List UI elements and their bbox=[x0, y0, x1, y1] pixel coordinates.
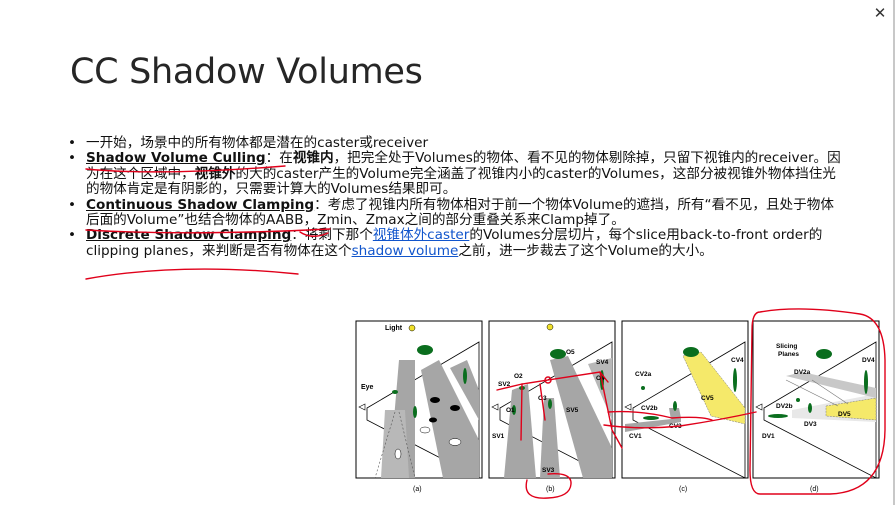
panel-a: Light Eye (a) bbox=[355, 320, 483, 493]
link-shadow-volume[interactable]: shadow volume bbox=[351, 242, 459, 259]
svg-text:DV1: DV1 bbox=[762, 433, 775, 440]
svg-text:CV2b: CV2b bbox=[641, 405, 658, 412]
bullet-text: 之前，进一步裁去了这个Volume的大小。 bbox=[458, 242, 713, 259]
bullet-text: ：在 bbox=[265, 150, 293, 167]
svg-text:DV2a: DV2a bbox=[794, 369, 811, 376]
svg-text:DV5: DV5 bbox=[838, 411, 851, 418]
term-shadow-volume-culling: Shadow Volume Culling bbox=[86, 150, 266, 167]
svg-text:SV1: SV1 bbox=[492, 433, 505, 440]
svg-text:O5: O5 bbox=[566, 349, 575, 356]
panel-c: CV4 CV2a CV5 CV2b CV3 CV1 (c) bbox=[621, 320, 749, 493]
svg-text:CV2a: CV2a bbox=[635, 371, 652, 378]
svg-text:SV2: SV2 bbox=[498, 381, 511, 388]
svg-text:CV4: CV4 bbox=[731, 357, 744, 364]
bullet-item: • 一开始，场景中的所有物体都是潜在的caster或receiver bbox=[66, 135, 841, 151]
panel-b: O5 SV4 O4 O2 SV2 O1 O3 SV5 SV1 SV3 (b) bbox=[488, 320, 616, 493]
term-discrete-shadow-clamping: Discrete Shadow Clamping bbox=[86, 227, 292, 244]
panel-d: Slicing Planes DV4 DV2a DV2b DV5 DV3 DV1… bbox=[752, 320, 880, 493]
svg-text:SV3: SV3 bbox=[542, 467, 555, 474]
light-source bbox=[408, 324, 416, 332]
bullet-text: 的大的caster产生的Volume完全涵盖了视锥内小的caster的Volum… bbox=[86, 165, 836, 198]
annotation-underline-discrete bbox=[85, 268, 299, 280]
close-icon[interactable]: ✕ bbox=[873, 4, 887, 22]
label-eye: Eye bbox=[361, 384, 374, 391]
bullet-dot: • bbox=[68, 150, 77, 167]
svg-text:O3: O3 bbox=[538, 395, 547, 402]
svg-text:SV4: SV4 bbox=[596, 359, 609, 366]
svg-text:SV5: SV5 bbox=[566, 407, 579, 414]
svg-text:Planes: Planes bbox=[778, 351, 799, 358]
bullet-text: 的Volumes分层切片，每个slice用back-to-front order… bbox=[86, 227, 823, 259]
caption-b: (b) bbox=[546, 486, 555, 493]
svg-text:CV1: CV1 bbox=[629, 433, 642, 440]
caption-d: (d) bbox=[810, 486, 819, 493]
bullet-text: 一开始，场景中的所有物体都是潜在的caster或receiver bbox=[86, 135, 429, 151]
label-light: Light bbox=[385, 325, 403, 332]
caption-a: (a) bbox=[413, 486, 422, 493]
link-frustum-caster[interactable]: 视锥体外caster bbox=[372, 227, 470, 244]
svg-text:Slicing: Slicing bbox=[776, 343, 797, 350]
bullet-dot: • bbox=[68, 227, 77, 244]
shadow-volume-figure: Light Eye (a) O5 SV bbox=[355, 320, 749, 493]
bold-text: 视锥内 bbox=[292, 150, 334, 167]
window-edge bbox=[893, 0, 895, 505]
slide-title: CC Shadow Volumes bbox=[70, 52, 423, 92]
bullet-list: • 一开始，场景中的所有物体都是潜在的caster或receiver • Sha… bbox=[66, 135, 841, 259]
caption-c: (c) bbox=[679, 486, 687, 493]
svg-text:DV3: DV3 bbox=[804, 421, 817, 428]
svg-text:DV2b: DV2b bbox=[776, 403, 793, 410]
svg-text:CV5: CV5 bbox=[701, 395, 714, 402]
bullet-text: ：将剩下那个 bbox=[291, 227, 373, 244]
bullet-item: • Continuous Shadow Clamping：考虑了视锥内所有物体相… bbox=[66, 196, 841, 229]
svg-text:CV3: CV3 bbox=[669, 423, 682, 430]
bullet-dot: • bbox=[68, 196, 77, 213]
svg-text:DV4: DV4 bbox=[862, 357, 875, 364]
svg-text:O4: O4 bbox=[596, 375, 605, 382]
svg-text:O2: O2 bbox=[514, 373, 523, 380]
svg-text:O1: O1 bbox=[506, 407, 515, 414]
bullet-item: • Discrete Shadow Clamping：将剩下那个视锥体外cast… bbox=[66, 228, 841, 259]
term-continuous-shadow-clamping: Continuous Shadow Clamping bbox=[86, 196, 315, 213]
bullet-dot: • bbox=[68, 135, 77, 151]
bullet-text: ：考虑了视锥内所有物体相对于前一个物体Volume的遮挡，所有“看不见，且处于物… bbox=[86, 196, 834, 229]
bold-text: 视锥外 bbox=[194, 165, 236, 182]
bullet-item: • Shadow Volume Culling：在视锥内，把完全处于Volume… bbox=[66, 150, 841, 198]
